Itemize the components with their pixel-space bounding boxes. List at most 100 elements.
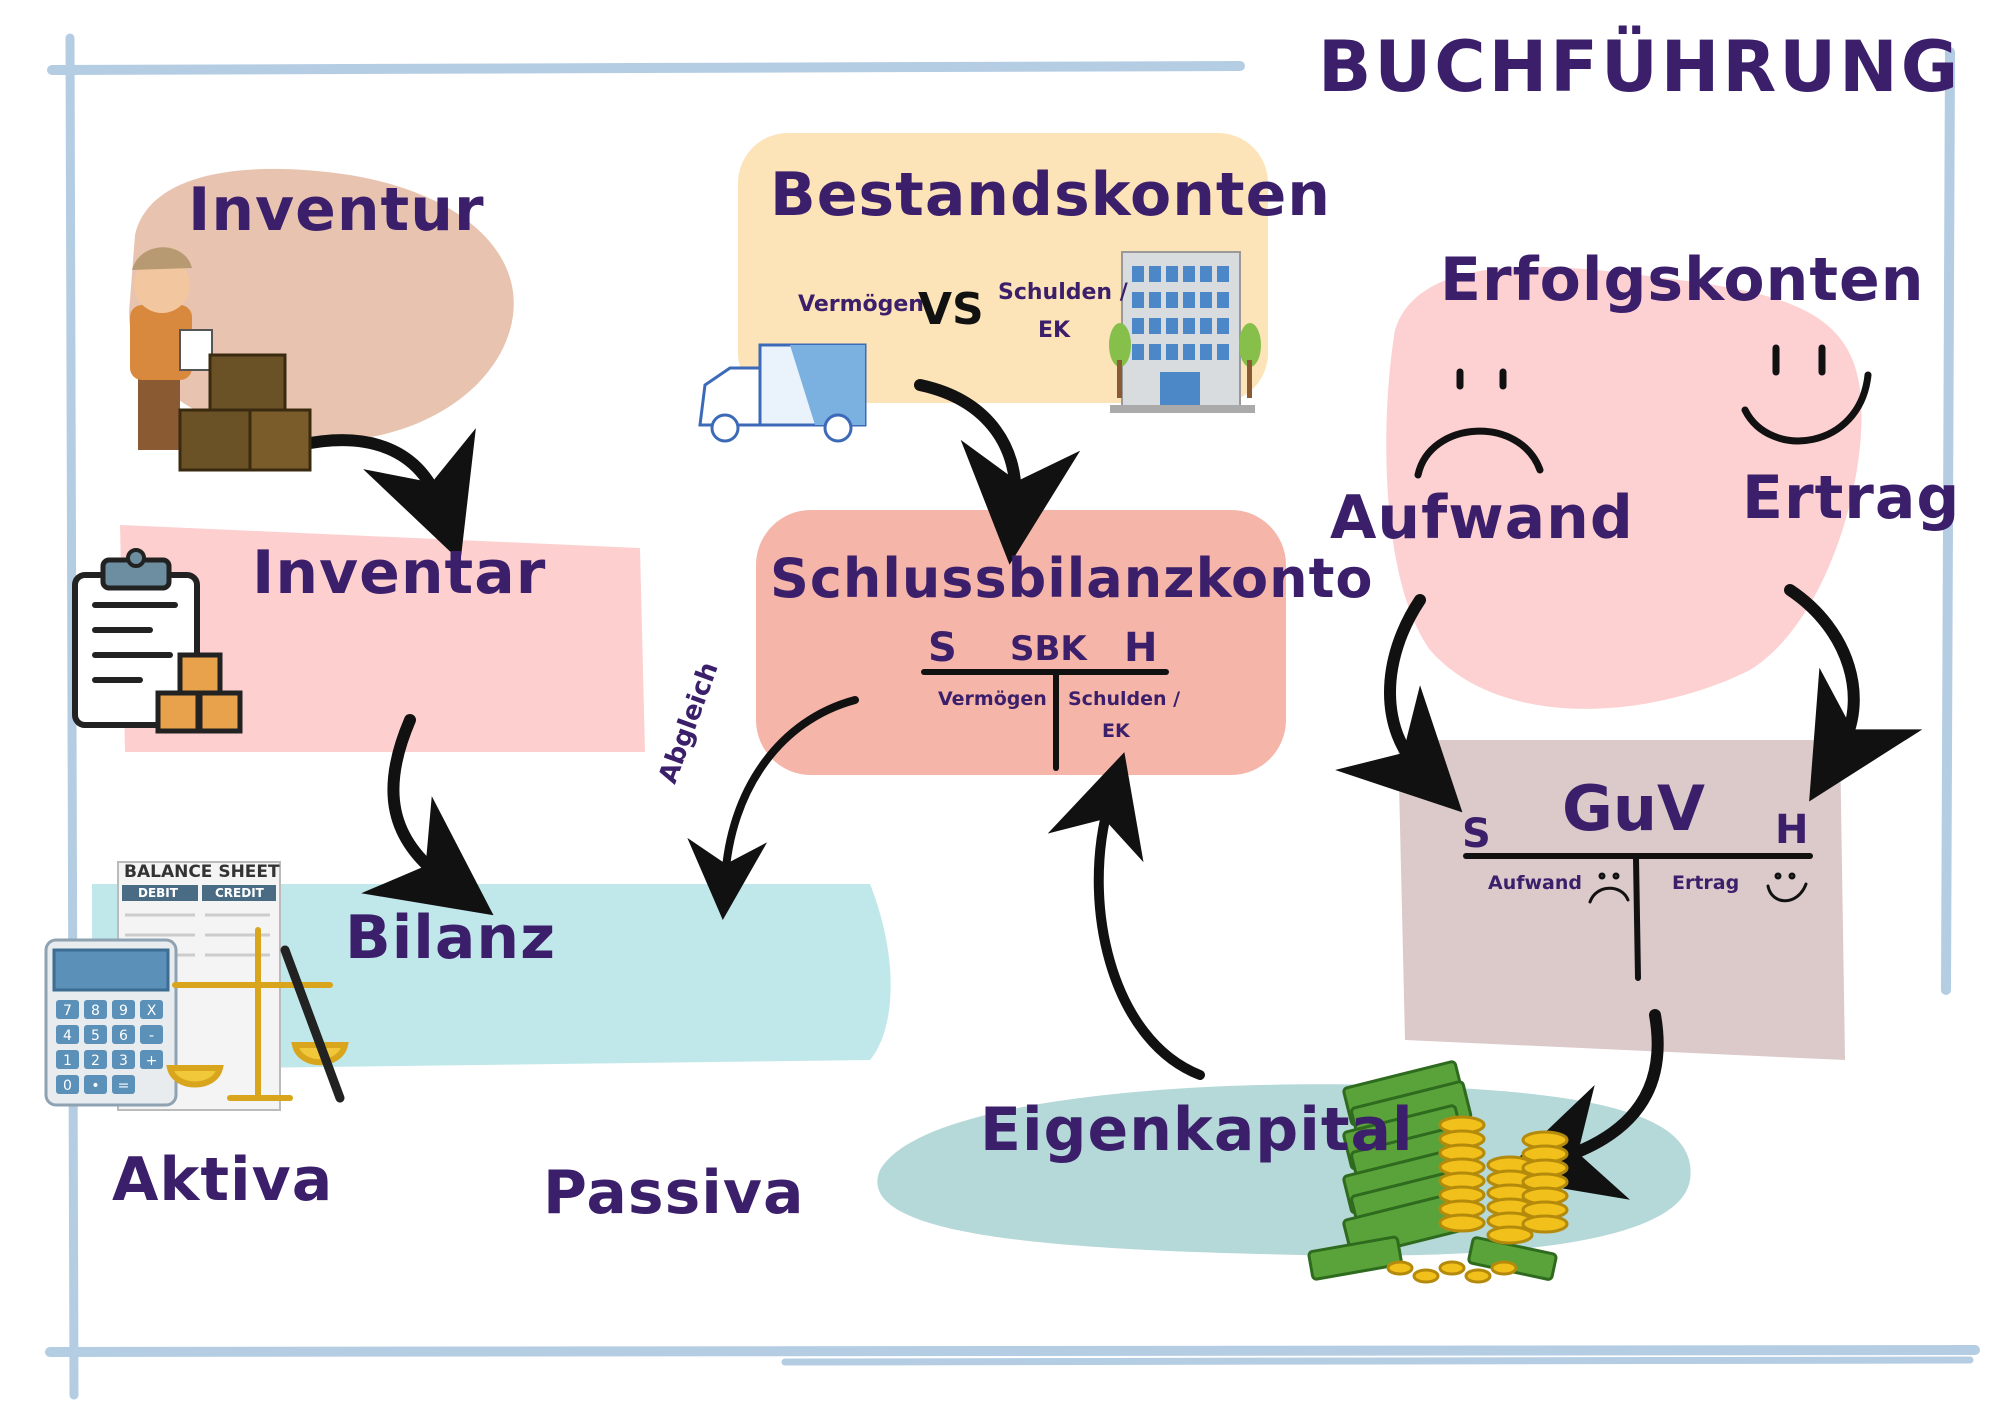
building-window: [1217, 292, 1229, 308]
building-window: [1166, 344, 1178, 360]
coin-stack: [1386, 1115, 1569, 1284]
arrow-ertrag-guv: [1784, 584, 1923, 802]
guv-t-account: [1463, 853, 1813, 981]
frame-bottom-2: [781, 1356, 1974, 1366]
coin: [1438, 1213, 1486, 1233]
building-window: [1200, 318, 1212, 334]
calc-key-label: 2: [91, 1053, 100, 1069]
page-title: BUCHFÜHRUNG: [1318, 26, 1962, 108]
calc-key: [140, 1025, 163, 1044]
arrow-inventur-inventar: [294, 428, 476, 562]
calc-key: [56, 1000, 79, 1019]
building-window: [1183, 318, 1195, 334]
balance-sheet-credit: CREDIT: [215, 886, 264, 900]
sbk-t-account: [921, 669, 1169, 771]
building-window: [1149, 344, 1161, 360]
building-window: [1183, 344, 1195, 360]
arrow-aufwand-guv: [1335, 594, 1463, 813]
sbk-label: Schlussbilanzkonto: [770, 547, 1374, 610]
arrow-ek-sbk: [1047, 752, 1205, 1080]
bestand-right-label-2: EK: [1038, 318, 1071, 343]
sbk-right-label-1: Schulden /: [1068, 688, 1181, 710]
pen-icon: [280, 945, 345, 1103]
building-window: [1166, 292, 1178, 308]
bestand-left-label: Vermögen: [798, 292, 924, 317]
guv-sad-icon: [1588, 872, 1630, 904]
calc-key-label: =: [118, 1078, 130, 1094]
calc-key: [140, 1000, 163, 1019]
bilanz-label: Bilanz: [345, 903, 556, 973]
eigenkapital-label: Eigenkapital: [980, 1095, 1414, 1165]
building-window: [1149, 266, 1161, 282]
guv-right-label: Ertrag: [1672, 872, 1740, 894]
erfolgskonten-label: Erfolgskonten: [1440, 245, 1925, 315]
building-window: [1200, 344, 1212, 360]
arrow-bestand-sbk: [914, 379, 1081, 565]
sbk-h-label: H: [1124, 625, 1158, 671]
arrow-inventar-bilanz: [361, 714, 494, 916]
calc-key-label: X: [147, 1003, 157, 1019]
building-icon: [1109, 251, 1261, 413]
boxes-icon: [178, 353, 312, 472]
calc-key: [112, 1050, 135, 1069]
truck-icon: [698, 343, 867, 443]
building-window: [1149, 318, 1161, 334]
sbk-box: [756, 510, 1286, 775]
worker-icon: [130, 247, 213, 450]
aktiva-label: Aktiva: [112, 1145, 334, 1215]
calc-key: [56, 1025, 79, 1044]
calc-key-label: 1: [63, 1053, 72, 1069]
passiva-label: Passiva: [543, 1158, 805, 1228]
calc-key: [56, 1050, 79, 1069]
guv-label: GuV: [1562, 772, 1706, 845]
building-window: [1132, 266, 1144, 282]
vs-icon: VS: [918, 284, 984, 335]
building-window: [1183, 292, 1195, 308]
calc-key: [84, 1050, 107, 1069]
calc-key: [84, 1000, 107, 1019]
calc-key: [112, 1000, 135, 1019]
arrow-guv-ek: [1497, 1009, 1664, 1200]
frame: [45, 33, 1980, 1400]
frame-right: [1941, 47, 1955, 995]
calc-key: [56, 1075, 79, 1094]
calc-key: [112, 1025, 135, 1044]
balance-sheet-heading: BALANCE SHEET: [124, 862, 280, 882]
calc-key-label: 8: [91, 1003, 100, 1019]
inventur-label: Inventur: [188, 175, 485, 245]
building-window: [1132, 292, 1144, 308]
coin: [1438, 1260, 1466, 1276]
calc-key-label: 0: [63, 1078, 72, 1094]
calc-key: [84, 1075, 107, 1094]
guv-happy-icon: [1766, 872, 1808, 903]
building-window: [1149, 292, 1161, 308]
happy-face-icon: [1741, 344, 1872, 445]
cash-bill: [1307, 1235, 1403, 1281]
calc-key-label: 7: [63, 1003, 72, 1019]
inventar-box: [120, 525, 645, 752]
guv-left-label: Aufwand: [1488, 872, 1582, 894]
calc-key: [112, 1075, 135, 1094]
building-window: [1166, 266, 1178, 282]
building-window: [1217, 266, 1229, 282]
calc-key-label: •: [91, 1078, 99, 1094]
balance-sheet-debit: DEBIT: [138, 886, 178, 900]
sad-face-icon: [1414, 368, 1544, 479]
calc-key: [140, 1050, 163, 1069]
building-window: [1200, 266, 1212, 282]
calc-key-label: 4: [63, 1028, 72, 1044]
bestandskonten-label: Bestandskonten: [770, 160, 1332, 230]
sbk-right-label-2: EK: [1102, 720, 1130, 742]
guv-box: [1398, 740, 1845, 1060]
building-windows: [1132, 266, 1229, 360]
guv-h-label: H: [1775, 807, 1809, 853]
inventar-label: Inventar: [252, 538, 547, 608]
cash-stack: [1307, 1060, 1558, 1281]
arrow-sbk-bilanz: [687, 696, 859, 920]
calc-key-label: 6: [119, 1028, 128, 1044]
coin: [1412, 1268, 1440, 1284]
